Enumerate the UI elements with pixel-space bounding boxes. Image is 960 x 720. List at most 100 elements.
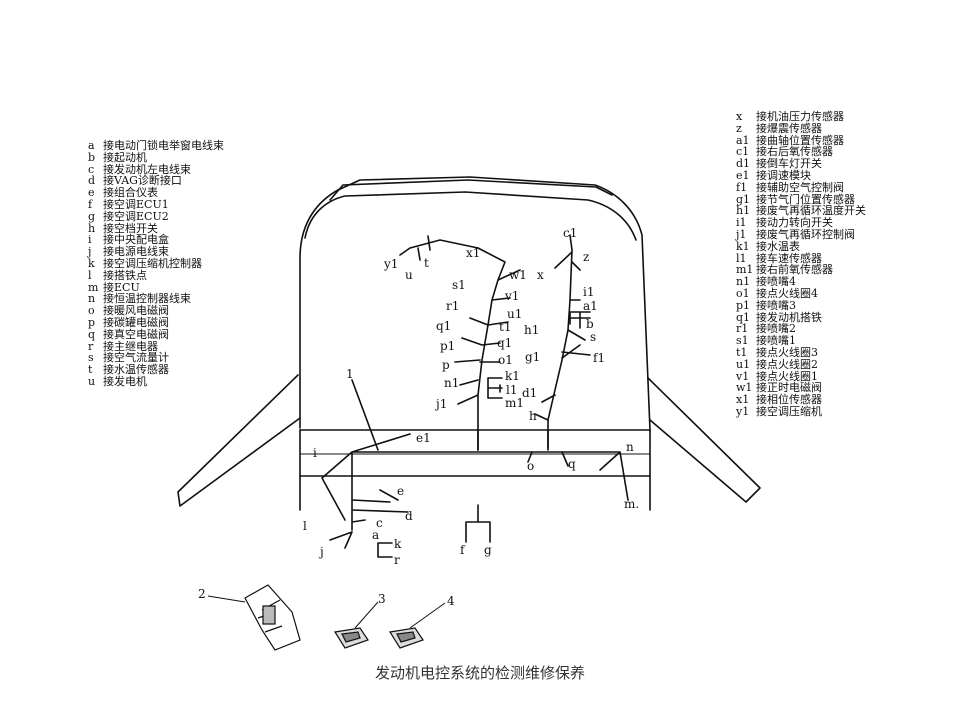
- legend-key: x1: [736, 393, 750, 407]
- label-q1: q1: [436, 319, 451, 333]
- legend-text: 接右前氧传感器: [756, 263, 833, 277]
- label-m1: m1: [505, 396, 524, 410]
- legend-key: k1: [736, 239, 750, 253]
- left-branches: [454, 269, 521, 405]
- legend-key: a1: [736, 133, 750, 147]
- label-x: x: [537, 268, 544, 282]
- label-f: f: [460, 543, 466, 557]
- legend-key: l: [88, 268, 92, 282]
- legend-text: 接空调ECU2: [103, 209, 169, 223]
- legend-text: 接发电机: [103, 374, 147, 388]
- label-h1: h1: [524, 323, 539, 337]
- right-pillar: [647, 377, 761, 503]
- legend-key: o1: [736, 286, 750, 300]
- legend-text: 接主继电器: [103, 339, 158, 353]
- legend-key: s: [88, 351, 94, 365]
- label-t: t: [424, 256, 429, 270]
- legend-key: c1: [736, 145, 750, 159]
- label-i: i: [313, 446, 317, 460]
- label-o: o: [527, 459, 534, 473]
- right-trunk: [547, 234, 573, 449]
- legend-text: 接水温表: [756, 239, 800, 253]
- legend-text: 接调速模块: [756, 168, 811, 182]
- legend-text: 接喷嘴2: [756, 322, 796, 336]
- legend-key: t1: [736, 345, 748, 359]
- label-r: r: [394, 553, 400, 567]
- legend-key: b: [88, 150, 96, 164]
- label-s1: s1: [452, 278, 466, 292]
- label-e1: e1: [416, 431, 431, 445]
- left-pillar: [177, 374, 301, 507]
- label-q1-right: q1: [497, 336, 512, 350]
- legend-key: o: [88, 304, 95, 318]
- leader-1: [351, 379, 379, 451]
- leader-3: [354, 601, 379, 629]
- label-j1: j1: [434, 397, 447, 411]
- body-roof-outer: [329, 179, 613, 201]
- label-c: c: [376, 516, 383, 530]
- legend-key: a: [88, 139, 95, 152]
- legend-text: 接曲轴位置传感器: [756, 133, 844, 147]
- legend-key: g: [88, 209, 96, 223]
- label-v1: v1: [504, 289, 519, 303]
- connector-k1: [487, 377, 503, 399]
- label-k: k: [394, 537, 402, 551]
- label-t1: t1: [499, 320, 511, 334]
- label-l1: l1: [506, 383, 517, 397]
- legend-key: e1: [736, 168, 750, 182]
- legend-text: 接喷嘴4: [756, 275, 796, 289]
- legend-key: d1: [736, 157, 751, 171]
- label-o1: o1: [498, 353, 513, 367]
- label-a1: a1: [583, 299, 598, 313]
- label-c1: c1: [563, 226, 577, 240]
- legend-key: r: [88, 339, 94, 353]
- legend-text: 接点火线圈1: [756, 369, 818, 383]
- label-m: m.: [624, 497, 639, 511]
- label-q: q: [568, 457, 576, 471]
- legend-text: 接空调ECU1: [103, 197, 169, 211]
- part-2-bracket: [244, 584, 301, 651]
- label-a: a: [372, 528, 379, 542]
- legend-text: 接空调压缩机控制器: [103, 256, 202, 270]
- diagram-labels: y1 u t x1 s1 w1 v1 r1 u1 q1 t1 q1 p1 o1 …: [198, 226, 639, 608]
- label-l: l: [303, 519, 307, 533]
- legend-key: w1: [736, 381, 753, 395]
- label-x1: x1: [466, 246, 480, 260]
- label-d: d: [405, 509, 413, 523]
- legend-text: 接点火线圈3: [756, 345, 818, 359]
- label-d1: d1: [522, 386, 537, 400]
- label-j: j: [318, 545, 324, 559]
- legend-key: i1: [736, 216, 747, 230]
- legend-text: 接动力转向开关: [756, 216, 833, 230]
- label-k1: k1: [505, 369, 520, 383]
- legend-text: 接暖风电磁阀: [103, 304, 169, 318]
- lower-harness: [321, 433, 629, 549]
- legend-key: l1: [736, 251, 747, 265]
- label-i1: i1: [583, 285, 594, 299]
- label-n: n: [626, 440, 634, 454]
- label-p1: p1: [440, 339, 455, 353]
- legend-key: x: [736, 110, 743, 123]
- legend-text: 接喷嘴3: [756, 298, 796, 312]
- legend-key: v1: [736, 369, 750, 383]
